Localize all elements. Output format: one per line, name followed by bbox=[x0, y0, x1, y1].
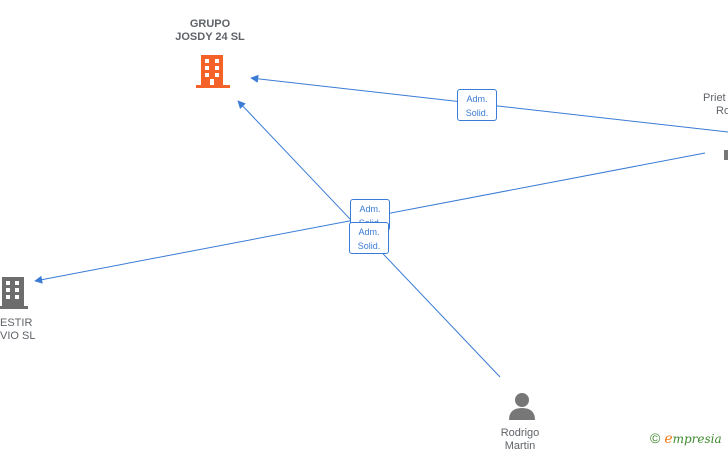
company-name-line1: ESTIR bbox=[0, 317, 33, 329]
person-icon[interactable] bbox=[507, 391, 537, 421]
role-line1: Adm. bbox=[358, 227, 380, 237]
person-name-line1: Priet bbox=[703, 92, 726, 104]
person-label-prieto[interactable]: Priet Ro bbox=[703, 92, 728, 118]
role-line1: Adm. bbox=[466, 94, 488, 104]
company-label-left[interactable]: ESTIR VIO SL bbox=[0, 317, 60, 343]
role-line1: Adm. bbox=[359, 204, 381, 214]
copyright-icon: © bbox=[650, 430, 661, 446]
person-icon[interactable] bbox=[724, 150, 728, 160]
company-name-line2: JOSDY 24 SL bbox=[175, 31, 245, 43]
company-label-grupo-josdy[interactable]: GRUPO JOSDY 24 SL bbox=[160, 18, 260, 44]
building-icon[interactable] bbox=[0, 276, 28, 310]
company-name-line2: VIO SL bbox=[0, 330, 36, 342]
edge-role-badge[interactable]: Adm. Solid. bbox=[349, 222, 389, 254]
company-name-line1: GRUPO bbox=[189, 18, 231, 30]
role-line2: Solid. bbox=[357, 241, 381, 251]
person-name-line2: Ro bbox=[716, 105, 728, 117]
edge-role-badge[interactable]: Adm. Solid. bbox=[457, 89, 497, 121]
person-name-line2: Martin bbox=[504, 440, 536, 452]
person-name-line1: Rodrigo bbox=[500, 427, 540, 439]
brand-watermark: ©empresia bbox=[650, 430, 722, 447]
role-line2: Solid. bbox=[465, 108, 489, 118]
brand-logo-text: mpresia bbox=[672, 432, 722, 446]
brand-logo-initial: e bbox=[664, 431, 673, 447]
building-icon[interactable] bbox=[196, 54, 230, 90]
person-label-rodrigo[interactable]: Rodrigo Martin bbox=[480, 427, 560, 453]
